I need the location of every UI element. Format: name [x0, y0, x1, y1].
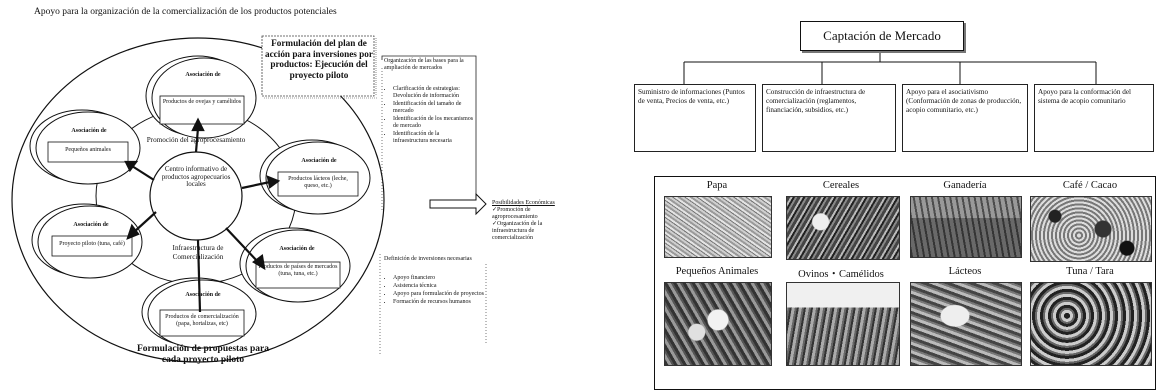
side-top-list: Organización de las bases para la amplia… — [384, 58, 474, 146]
association-product: Productos lácteos (leche, queso, etc.) — [288, 176, 348, 189]
photo-cafe-cacao — [1030, 196, 1152, 262]
check-icon: ✓ — [492, 221, 498, 227]
economic-title: Posibilidades Económicas — [492, 200, 555, 206]
association-product: Proyecto piloto (tuna, café) — [59, 241, 125, 247]
side-top-item: Organización de las bases para la amplia… — [384, 58, 464, 71]
photo-ovinos-camelidos — [786, 282, 900, 366]
market-box-text: Apoyo para la conformación del sistema d… — [1038, 88, 1132, 105]
check-icon: ✓ — [492, 207, 498, 213]
association-title: Asociación de — [73, 222, 109, 228]
side-top-item: Clarificación de estrategias: Devolución… — [393, 86, 474, 100]
side-bottom-item: Formación de recursos humanos — [393, 299, 484, 306]
market-title: Captación de Mercado — [823, 28, 941, 43]
economic-box: Posibilidades Económicas ✓Promoción de a… — [492, 200, 564, 242]
market-title-box: Captación de Mercado — [800, 21, 964, 51]
side-top-item: Identificación de la infraestructura nec… — [393, 131, 474, 145]
side-bottom-list: Definición de inversiones necesarias Apo… — [384, 256, 484, 307]
association-product: Pequeños animales — [65, 147, 111, 153]
market-box: Apoyo para la conformación del sistema d… — [1034, 84, 1154, 152]
product-label: Ovinos・Camélidos — [798, 269, 884, 280]
side-bottom-title: Definición de inversiones necesarias — [384, 256, 472, 262]
side-bottom-item: Asistencia técnica — [393, 283, 484, 290]
side-top-item: Identificación de los mecanismos de merc… — [393, 116, 474, 130]
market-box: Apoyo para el asociativismo (Conformació… — [902, 84, 1028, 152]
plan-heading: Formulación del plan de acción para inve… — [265, 38, 373, 80]
photo-papa — [664, 196, 772, 258]
market-box: Construcción de infraestructura de comer… — [762, 84, 896, 152]
market-box: Suministro de informaciones (Puntos de v… — [634, 84, 756, 152]
center-label: Centro informativo de productos agropecu… — [161, 165, 231, 188]
association-product: Productos de ovejas y camélidos — [162, 99, 242, 105]
outer-ellipse — [11, 37, 385, 363]
side-bottom-item: Apoyo financiero — [393, 275, 484, 282]
bottom-label: Formulación de propuestas para cada proy… — [136, 344, 270, 365]
association-title: Asociación de — [185, 292, 221, 298]
photo-tuna-tara — [1030, 282, 1152, 366]
economic-item: ✓Organización de la infraestructura de c… — [492, 221, 564, 242]
association-title: Asociación de — [71, 128, 107, 134]
photo-lacteos — [910, 282, 1022, 366]
product-label: Lácteos — [948, 266, 982, 277]
association-title: Asociación de — [185, 72, 221, 78]
association-title: Asociación de — [279, 246, 315, 252]
association-product: Productos de comercialización (papa, hor… — [165, 314, 239, 327]
economic-item: ✓Promoción de agroprocesamiento — [492, 207, 564, 221]
left-diagram-shapes — [11, 35, 487, 363]
economic-item-label: Organización de la infraestructura de co… — [492, 221, 543, 241]
ring-bottom-label: Infraestructura de Comercialización — [172, 244, 224, 261]
photo-ganaderia — [910, 196, 1022, 258]
product-label: Tuna / Tara — [1066, 266, 1114, 277]
product-label: Ganadería — [943, 180, 987, 191]
side-bottom-item: Apoyo para formulación de proyectos — [393, 291, 484, 298]
photo-cereales — [786, 196, 900, 260]
product-label: Pequeños Animales — [675, 266, 759, 277]
right-connectors — [683, 52, 1097, 84]
product-label: Cereales — [822, 180, 860, 191]
photo-pequenos-animales — [664, 282, 772, 366]
economic-item-label: Promoción de agroprocesamiento — [492, 207, 538, 220]
market-box-text: Apoyo para el asociativismo (Conformació… — [906, 88, 1022, 114]
association-title: Asociación de — [301, 158, 337, 164]
ring-top-label: Promoción del agroprocesamiento — [146, 136, 246, 144]
market-box-text: Construcción de infraestructura de comer… — [766, 88, 866, 114]
market-box-text: Suministro de informaciones (Puntos de v… — [638, 88, 745, 105]
left-title: Apoyo para la organización de la comerci… — [34, 7, 337, 17]
side-top-item: Identificación del tamaño de mercado — [393, 101, 474, 115]
product-label: Café / Cacao — [1062, 180, 1118, 191]
product-label: Papa — [706, 180, 728, 191]
association-product: Productos de países de mercados (tuna, t… — [258, 264, 338, 277]
